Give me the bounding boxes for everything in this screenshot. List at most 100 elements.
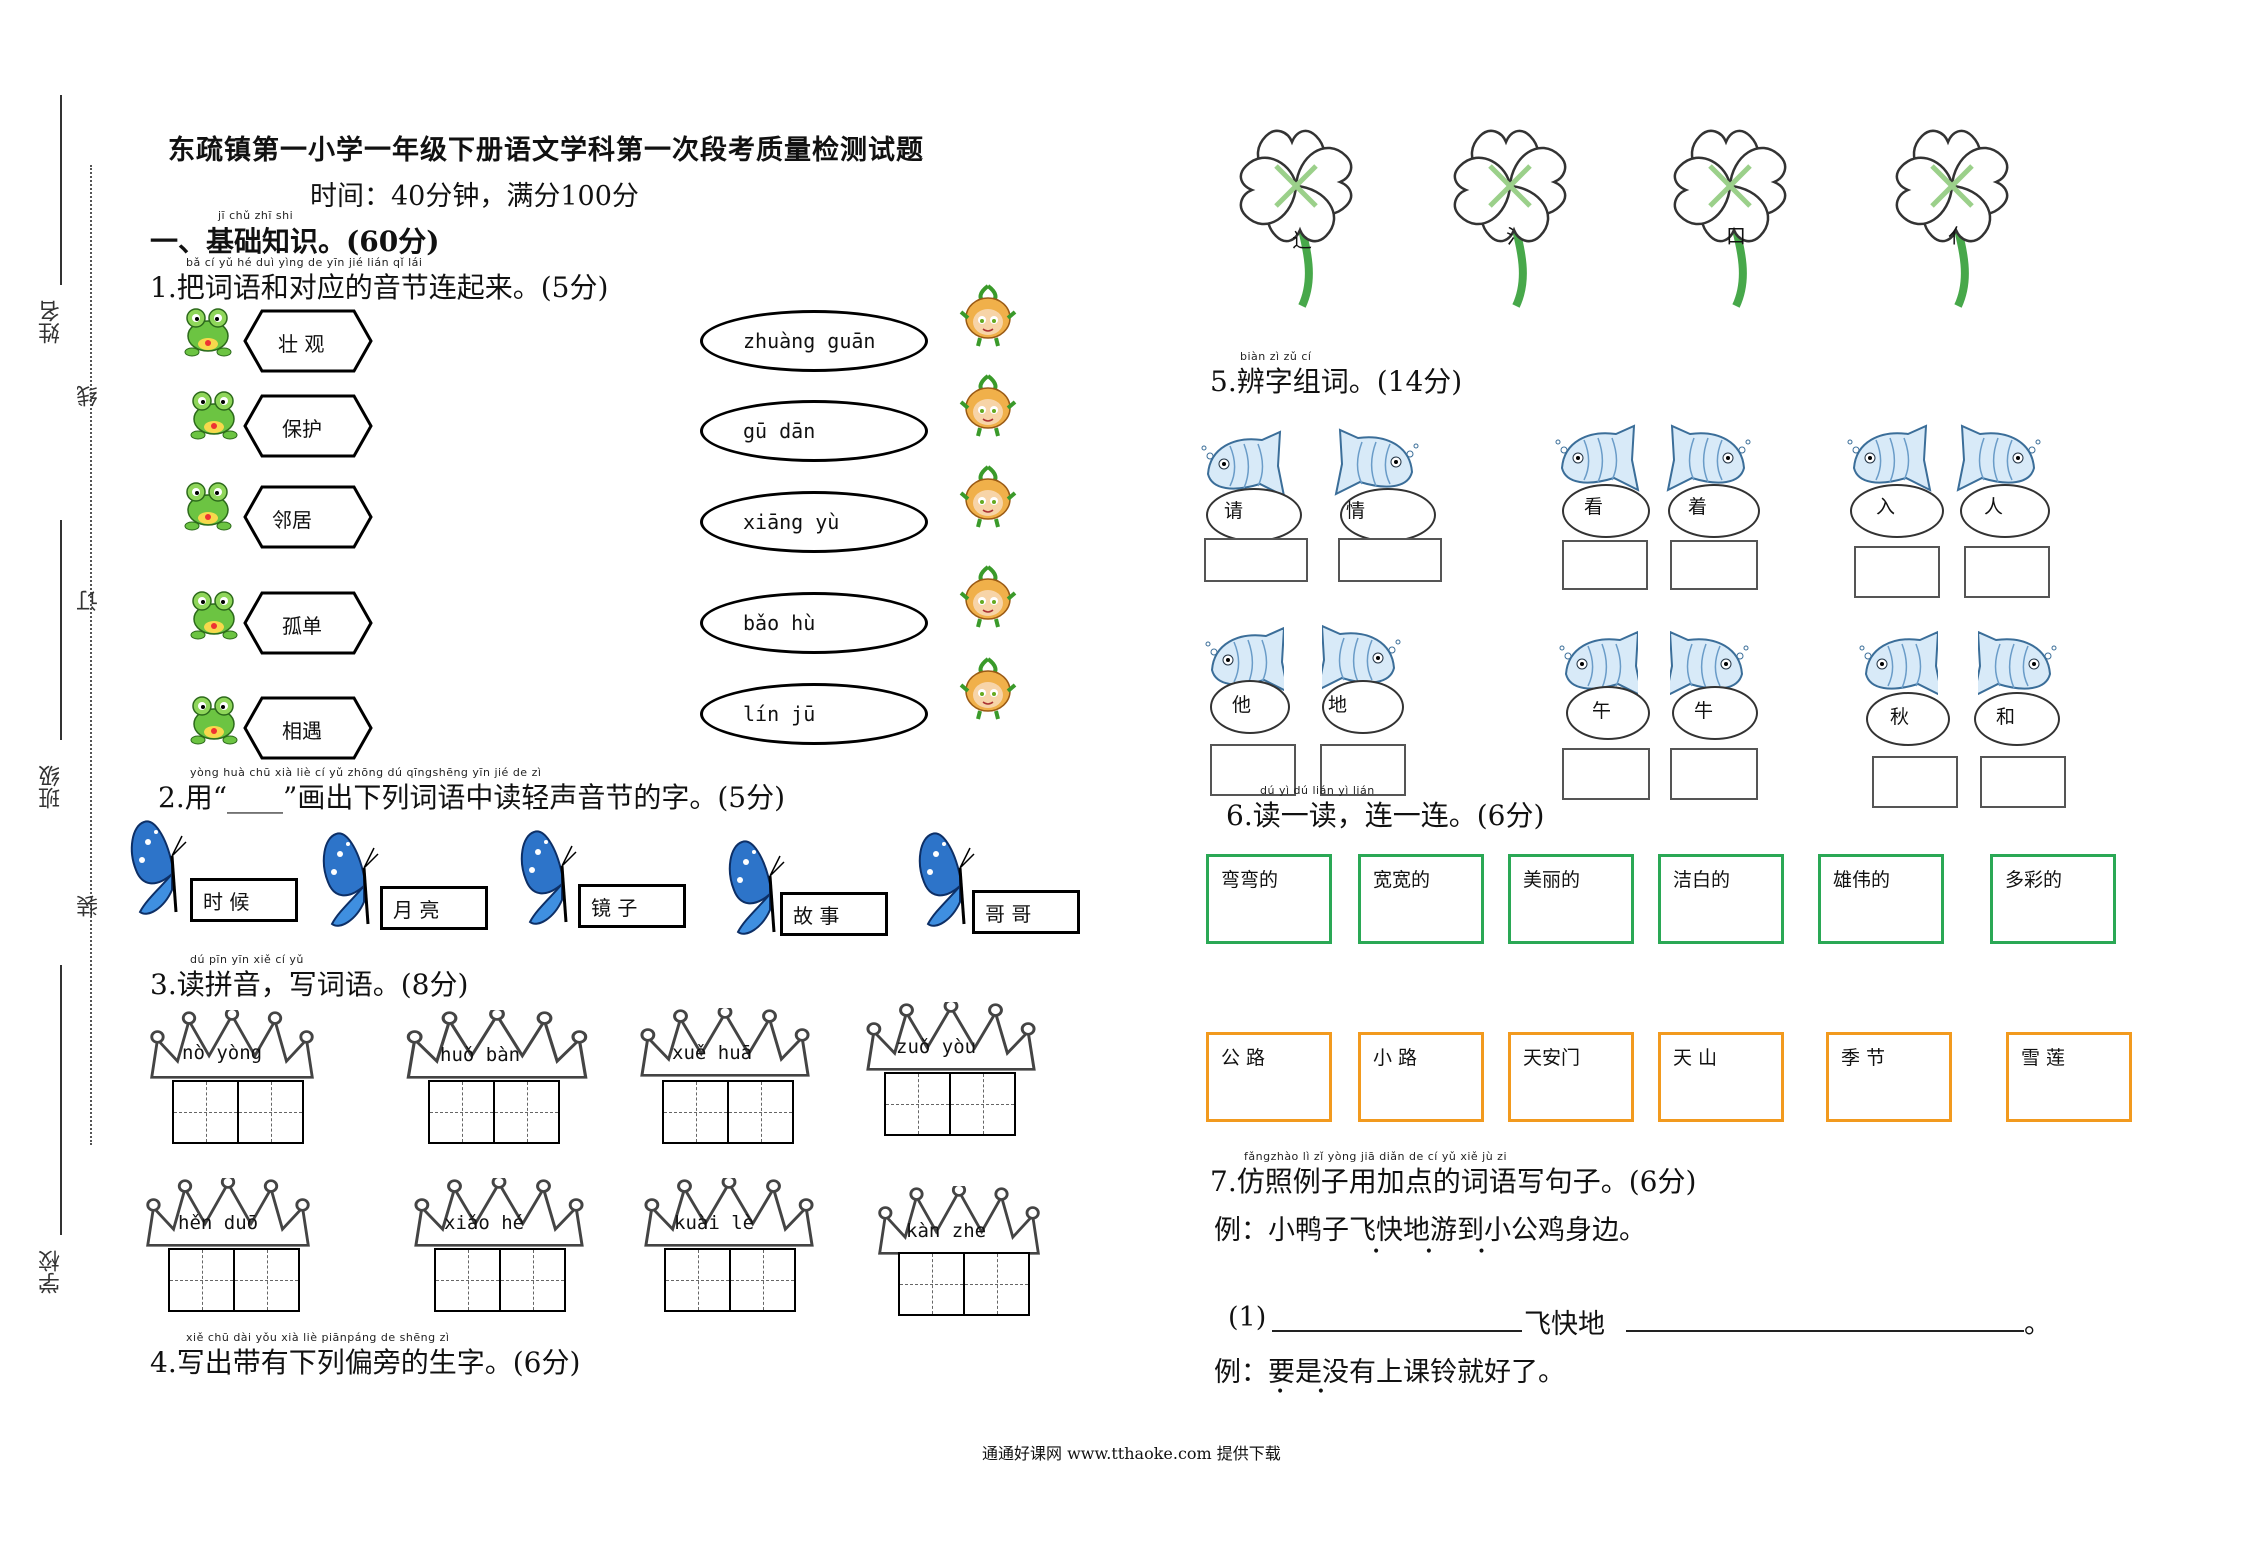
q6-pinyin: dú yì dú lián yì lián — [1260, 784, 1375, 797]
q5-answer-3[interactable] — [1562, 540, 1648, 590]
q5-char-12: 和 — [1996, 706, 2016, 728]
q2-word-2[interactable]: 月 亮 — [380, 886, 488, 930]
q6-top-1[interactable]: 弯弯的 — [1206, 854, 1332, 944]
q7-label: 7.仿照例子用加点的词语写句子。(6分) — [1210, 1165, 1697, 1198]
q4-radical-3: 口 — [1726, 224, 1746, 248]
q3-pinyin: dú pīn yīn xiě cí yǔ — [190, 953, 304, 966]
q4-pinyin: xiě chū dài yǒu xià liè piānpáng de shēn… — [186, 1331, 450, 1344]
fish-bubble — [1672, 686, 1758, 740]
q5-answer-4[interactable] — [1670, 540, 1758, 590]
q5-char-2: 情 — [1346, 500, 1366, 522]
q7-line-end: 。 — [2024, 1309, 2051, 1340]
q6-top-2[interactable]: 宽宽的 — [1358, 854, 1484, 944]
q5-char-6: 人 — [1984, 496, 2004, 518]
q1-syllable-4[interactable]: bǎo hù — [700, 592, 928, 654]
label-name: 姓名 — [39, 300, 64, 344]
onion-icon — [959, 657, 1017, 721]
hexagon-word-box — [243, 696, 373, 760]
q4-radical-4: 亻 — [1948, 224, 1968, 248]
q5-char-1: 请 — [1224, 500, 1244, 522]
q6-top-5[interactable]: 雄伟的 — [1818, 854, 1944, 944]
margin-solid-line-1 — [60, 95, 62, 285]
q6-bottom-6[interactable]: 雪 莲 — [2006, 1032, 2132, 1122]
onion-icon — [959, 465, 1017, 529]
q5-pinyin: biàn zì zǔ cí — [1240, 350, 1312, 363]
q1-syllable-1[interactable]: zhuàng guān — [700, 310, 928, 372]
margin-solid-line-3 — [60, 965, 62, 1235]
q6-bottom-5[interactable]: 季 节 — [1826, 1032, 1952, 1122]
q2-word-5[interactable]: 哥 哥 — [972, 890, 1080, 934]
q5-char-5: 入 — [1876, 496, 1896, 518]
q1-word-1: 壮 观 — [278, 332, 325, 356]
q5-label: 5.辨字组词。(14分) — [1210, 365, 1463, 398]
q2-word-4[interactable]: 故 事 — [780, 892, 888, 936]
q1-syllable-5[interactable]: lín jū — [700, 683, 928, 745]
q3-grid-7[interactable] — [664, 1248, 796, 1312]
q5-answer-9[interactable] — [1562, 748, 1650, 800]
fish-bubble — [1566, 686, 1650, 740]
frog-icon — [190, 696, 238, 745]
q3-grid-8[interactable] — [898, 1252, 1030, 1316]
emphasis-dots: • • — [1276, 1384, 1339, 1400]
q3-grid-1[interactable] — [172, 1080, 304, 1144]
q5-answer-10[interactable] — [1670, 748, 1758, 800]
q5-answer-12[interactable] — [1980, 756, 2066, 808]
q2-label: 2.用“____”画出下列词语中读轻声音节的字。(5分) — [158, 781, 786, 814]
q3-grid-2[interactable] — [428, 1080, 560, 1144]
q1-syllable-2[interactable]: gū dān — [700, 400, 928, 462]
fish-bubble — [1974, 692, 2060, 746]
q5-answer-11[interactable] — [1872, 756, 1958, 808]
butterfly-icon — [322, 831, 380, 928]
q6-bottom-4[interactable]: 天 山 — [1658, 1032, 1784, 1122]
q7-blank-1[interactable] — [1272, 1330, 1522, 1332]
fish-bubble — [1322, 680, 1404, 734]
fish-bubble — [1960, 484, 2050, 538]
hexagon-word-box — [243, 309, 373, 373]
q1-word-3: 邻居 — [272, 508, 312, 532]
q6-bottom-1[interactable]: 公 路 — [1206, 1032, 1332, 1122]
q4-radical-2: 氵 — [1506, 224, 1526, 248]
q5-char-11: 秋 — [1890, 706, 1910, 728]
clover-icon — [1640, 96, 1820, 316]
binding-margin: 姓名 线 订 班级 装 学校 — [0, 0, 140, 1547]
q5-answer-7[interactable] — [1210, 744, 1296, 796]
q6-top-3[interactable]: 美丽的 — [1508, 854, 1634, 944]
q3-grid-3[interactable] — [662, 1080, 794, 1144]
q4-label: 4.写出带有下列偏旁的生字。(6分) — [150, 1346, 581, 1379]
fish-bubble — [1340, 488, 1436, 542]
q1-syllable-3[interactable]: xiāng yù — [700, 491, 928, 553]
page-title: 东疏镇第一小学一年级下册语文学科第一次段考质量检测试题 — [168, 135, 924, 166]
q5-answer-1[interactable] — [1204, 538, 1308, 582]
q5-answer-8[interactable] — [1320, 744, 1406, 796]
q6-bottom-2[interactable]: 小 路 — [1358, 1032, 1484, 1122]
q3-grid-6[interactable] — [434, 1248, 566, 1312]
fish-bubble — [1866, 692, 1950, 746]
q3-grid-4[interactable] — [884, 1072, 1016, 1136]
clover-icon — [1862, 96, 2042, 316]
fish-bubble — [1668, 484, 1760, 538]
q5-answer-2[interactable] — [1338, 538, 1442, 582]
margin-dotted-line — [90, 165, 92, 1145]
frog-icon — [190, 391, 238, 440]
q6-top-6[interactable]: 多彩的 — [1990, 854, 2116, 944]
onion-icon — [959, 374, 1017, 438]
q5-char-10: 牛 — [1694, 700, 1714, 722]
fish-icon — [1859, 631, 1938, 697]
q4-radical-1: 辶 — [1292, 228, 1312, 252]
q3-grid-5[interactable] — [168, 1248, 300, 1312]
label-order: 订 — [77, 590, 102, 612]
q7-blank-2[interactable] — [1626, 1330, 2024, 1332]
page-subtitle: 时间：40分钟，满分100分 — [310, 181, 639, 212]
q5-answer-5[interactable] — [1854, 546, 1940, 598]
fish-bubble — [1206, 488, 1302, 542]
q6-bottom-3[interactable]: 天安门 — [1508, 1032, 1634, 1122]
q3-crown-6: xiǎo hé — [444, 1212, 525, 1234]
q5-answer-6[interactable] — [1964, 546, 2050, 598]
fish-bubble — [1210, 680, 1290, 734]
q7-line-mid: 飞快地 — [1524, 1309, 1605, 1340]
q3-crown-1: nò yòng — [182, 1042, 263, 1064]
q2-word-3[interactable]: 镜 子 — [578, 884, 686, 928]
q6-top-4[interactable]: 洁白的 — [1658, 854, 1784, 944]
section1-pinyin: jī chǔ zhī shi — [218, 209, 294, 222]
q2-word-1[interactable]: 时 候 — [190, 878, 298, 922]
